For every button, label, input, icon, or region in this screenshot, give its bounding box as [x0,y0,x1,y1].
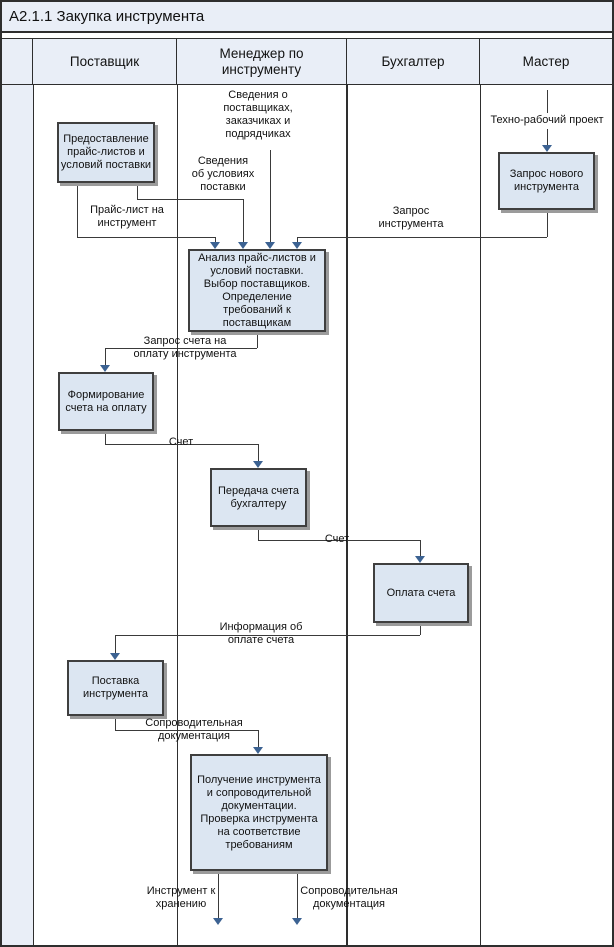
flow-line [420,540,421,556]
flow-line [218,871,219,918]
flow-label-supplier-info: Сведения о поставщиках, заказчиках и под… [223,89,293,140]
lane-header-accountant: Бухгалтер [347,39,480,84]
flow-line [115,716,116,730]
flow-label-accompanying-docs-2: Сопроводительная документация [300,885,398,910]
arrow-head [542,145,552,152]
flow-line [77,237,215,238]
box-form-invoice: Формирование счета на оплату [58,372,154,431]
flow-line [137,182,138,199]
flow-label-delivery-terms: Сведения об условиях поставки [191,155,255,193]
lane-divider [177,85,178,945]
flow-line [115,635,420,636]
arrow-head [292,918,302,925]
flow-line [297,237,547,238]
box-provide-price-lists: Предоставление прайс-листов и условий по… [57,122,155,183]
flow-label-invoice-1: Счет [168,436,194,448]
box-analyze-price-lists: Анализ прайс-листов и условий поставки. … [188,249,326,332]
arrow-head [100,365,110,372]
flow-line [258,444,259,461]
lane-header-spacer [2,39,33,84]
flow-line [547,210,548,237]
arrow-head [253,747,263,754]
arrow-head [415,556,425,563]
lane-header-master: Мастер [522,53,570,69]
arrow-head [213,918,223,925]
flow-line [105,348,257,349]
flow-line [215,237,216,243]
lane-divider [33,85,34,945]
flow-line [105,348,106,365]
arrow-head [292,242,302,249]
box-request-new-tool: Запрос нового инструмента [498,152,595,210]
flow-line [115,730,258,731]
flow-label-invoice-2: Счет [324,533,350,545]
arrow-head [253,461,263,468]
lane-header-tool-manager: Менеджер по инструменту [177,39,347,84]
arrow-head [110,653,120,660]
flow-line [105,431,106,444]
flow-line [420,623,421,635]
flow-label-payment-info: Информация об оплате счета [219,621,303,646]
flow-line [297,237,298,243]
arrow-head [238,242,248,249]
flow-line [270,150,271,243]
flow-label-tool-to-storage: Инструмент к хранению [146,885,216,910]
flow-line [258,730,259,747]
flow-line [77,182,78,237]
flow-line [105,444,258,445]
flow-line [297,871,298,918]
box-transfer-invoice: Передача счета бухгалтеру [210,468,307,527]
flow-line [547,129,548,145]
flow-line [137,199,243,200]
flow-label-accompanying-docs-1: Сопроводительная документация [145,717,243,742]
flow-line [115,635,116,653]
flow-line [258,540,420,541]
lane-divider [346,85,348,945]
flow-label-techno-project: Техно-рабочий проект [490,114,604,126]
flow-label-price-list: Прайс-лист на инструмент [90,204,164,229]
box-deliver-tools: Поставка инструмента [67,660,164,716]
arrow-head [210,242,220,249]
box-pay-invoice: Оплата счета [373,563,469,623]
box-receive-tools: Получение инструмента и сопроводительной… [190,754,328,871]
lane-divider [480,85,481,945]
flow-line [547,90,548,113]
flow-line [258,527,259,540]
flow-label-invoice-request: Запрос счета на оплату инструмента [133,335,237,360]
flow-line [257,331,258,348]
arrow-head [265,242,275,249]
flow-label-tool-request: Запрос инструмента [378,205,444,230]
diagram-title: А2.1.1 Закупка инструмента [2,2,612,33]
lane-header-row: Поставщик Менеджер по инструменту Бухгал… [2,38,612,85]
left-margin-strip [2,85,33,945]
lane-header-supplier: Поставщик [33,39,177,84]
flow-line [243,199,244,243]
